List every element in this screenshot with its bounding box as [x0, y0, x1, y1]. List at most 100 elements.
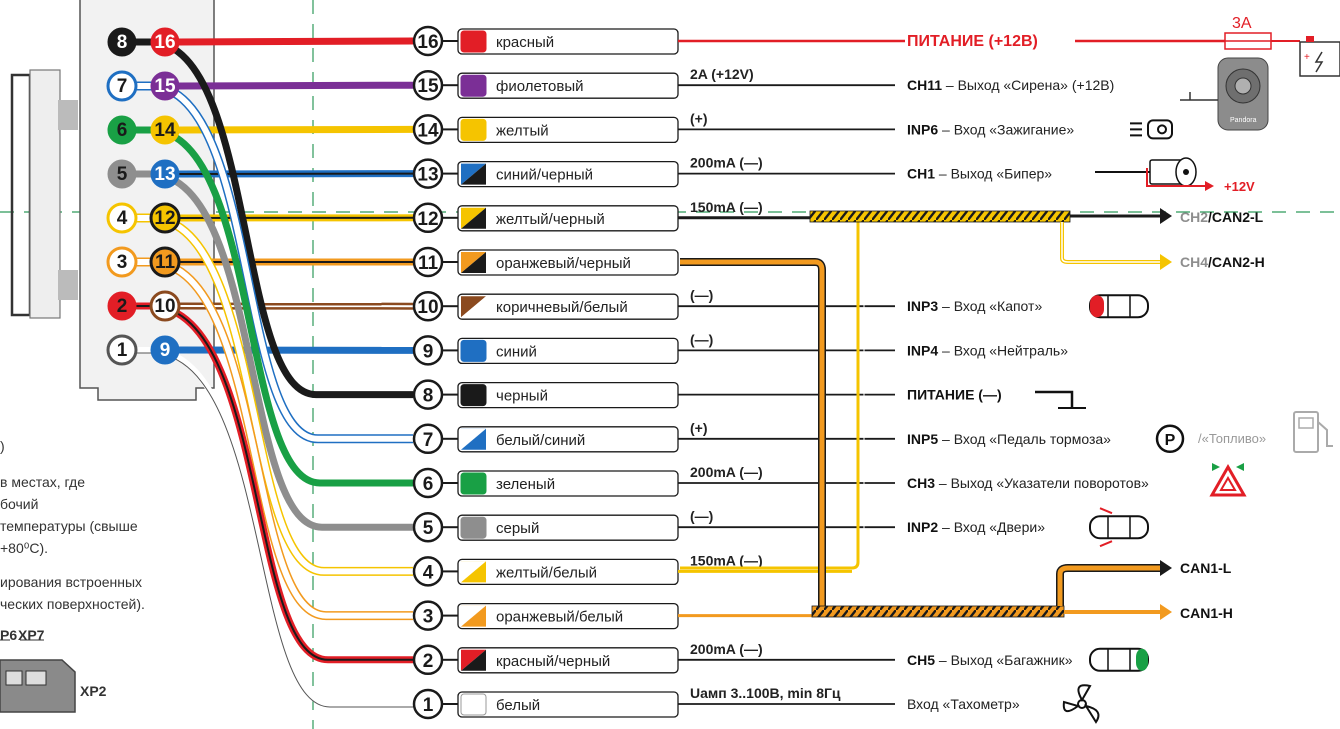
connector-pin-number: 14 — [154, 120, 176, 141]
hazard-icon — [1209, 463, 1247, 497]
connector-pin-number: 2 — [117, 296, 128, 317]
wire-row-number: 16 — [417, 32, 438, 53]
wire-15 — [178, 81, 414, 90]
wire-label: оранжевый/черный — [496, 255, 631, 272]
fuse-label: 3A — [1232, 15, 1252, 32]
connector-pin-number: 1 — [117, 340, 128, 361]
trunk-icon — [1089, 647, 1149, 672]
wire-row-16: 16 красный — [412, 25, 895, 57]
wire-label: красный/черный — [496, 653, 610, 670]
wire-destination: INP5 – Вход «Педаль тормоза» — [907, 431, 1111, 447]
note-xp2: XP2 — [80, 683, 107, 699]
connector-pin-number: 11 — [155, 252, 176, 273]
wire-label: желтый/белый — [496, 564, 597, 581]
wire-16 — [178, 37, 414, 46]
wire-color-swatch — [460, 516, 487, 539]
fan-icon — [1062, 684, 1100, 724]
wire-label: синий — [496, 343, 537, 360]
fuse-battery-icon: 3A + — [1075, 15, 1340, 77]
note-line-2: бочий — [0, 496, 39, 512]
connector-pin-5: 5 — [107, 159, 137, 189]
doors-icon — [1089, 507, 1149, 548]
wire-color-swatch — [460, 339, 487, 362]
connector-pin-10: 10 — [149, 290, 181, 322]
wire-destination: ПИТАНИЕ (—) — [907, 387, 1002, 403]
wire-label: оранжевый/белый — [496, 609, 623, 626]
connector-pin-2: 2 — [107, 291, 137, 321]
wire-label: белый — [496, 697, 540, 714]
wire-color-swatch — [461, 428, 486, 450]
connector-pin-number: 15 — [154, 76, 176, 97]
wire-color-swatch — [461, 252, 486, 273]
wire-color-swatch — [460, 118, 487, 141]
wire-spec: (—) — [690, 331, 713, 347]
wire-3 — [136, 257, 413, 621]
wire-color-swatch — [461, 561, 486, 583]
wire-spec: 200mA (—) — [690, 641, 763, 657]
parking-icon: P — [1155, 424, 1185, 454]
wire-label: желтый/черный — [496, 211, 605, 228]
wire-label: черный — [496, 388, 548, 405]
connector-pin-14: 14 — [150, 115, 180, 145]
wire-color-swatch — [461, 163, 486, 185]
wire-1 — [136, 347, 413, 708]
connector-pin-11: 11 — [149, 246, 181, 278]
wire-color-swatch — [460, 74, 487, 97]
svg-text:+: + — [1304, 52, 1310, 63]
wire-color-swatch — [461, 605, 486, 627]
wire-spec: 150mA (—) — [690, 199, 763, 215]
connector-pin-number: 16 — [154, 32, 175, 53]
wire-row-number: 14 — [417, 120, 439, 141]
ignition-icon — [1130, 119, 1173, 140]
wire-destination: CH1 – Выход «Бипер» — [907, 166, 1052, 182]
parking-letter: P — [1165, 432, 1176, 449]
note-xp7: XP7 — [18, 627, 45, 643]
connector-pin-number: 10 — [154, 296, 175, 317]
wire-spec: (+) — [690, 110, 708, 126]
wire-destination: CH11 – Выход «Сирена» (+12В) — [907, 77, 1114, 93]
wire-row-2: 2 красный/черный 200mA (—) — [412, 641, 895, 676]
connector-pin-number: 13 — [154, 164, 175, 185]
wire-row-number: 8 — [423, 386, 434, 407]
can2-l-label: CH2/CAN2-L — [1180, 209, 1264, 225]
wire-spec: 2A (+12V) — [690, 66, 754, 82]
connector-pin-number: 3 — [117, 252, 128, 273]
fuel-label: /«Топливо» — [1198, 431, 1266, 446]
note-bracket: ) — [0, 438, 5, 454]
wire-color-swatch — [461, 207, 486, 229]
connector-pin-6: 6 — [107, 115, 137, 145]
note-line-1: в местах, где — [0, 474, 85, 490]
wire-destination: CH3 – Выход «Указатели поворотов» — [907, 475, 1149, 491]
wire-destination: Вход «Тахометр» — [907, 696, 1020, 712]
wire-row-number: 2 — [423, 651, 434, 672]
wire-spec: 200mA (—) — [690, 464, 763, 480]
wire-row-number: 1 — [423, 695, 434, 716]
wire-row-number: 3 — [423, 607, 434, 628]
wire-label: зеленый — [496, 476, 555, 493]
wire-destination: INP6 – Вход «Зажигание» — [907, 121, 1074, 137]
wire-spec: (—) — [690, 508, 713, 524]
wire-label: красный — [496, 34, 554, 51]
wire-row-number: 9 — [423, 341, 434, 362]
connector-pin-15: 15 — [150, 71, 180, 101]
wire-row-number: 11 — [418, 253, 439, 274]
wire-label: белый/синий — [496, 432, 585, 449]
wire-row-number: 10 — [417, 297, 438, 318]
wire-2 — [136, 302, 413, 664]
connector-pin-12: 12 — [149, 202, 181, 234]
wire-label: серый — [496, 520, 539, 537]
wire-color-swatch — [460, 472, 487, 495]
connector-pin-number: 12 — [154, 208, 175, 229]
ground-icon — [1035, 390, 1086, 409]
wire-color-swatch — [460, 384, 487, 407]
can1-l-label: CAN1-L — [1180, 560, 1232, 576]
